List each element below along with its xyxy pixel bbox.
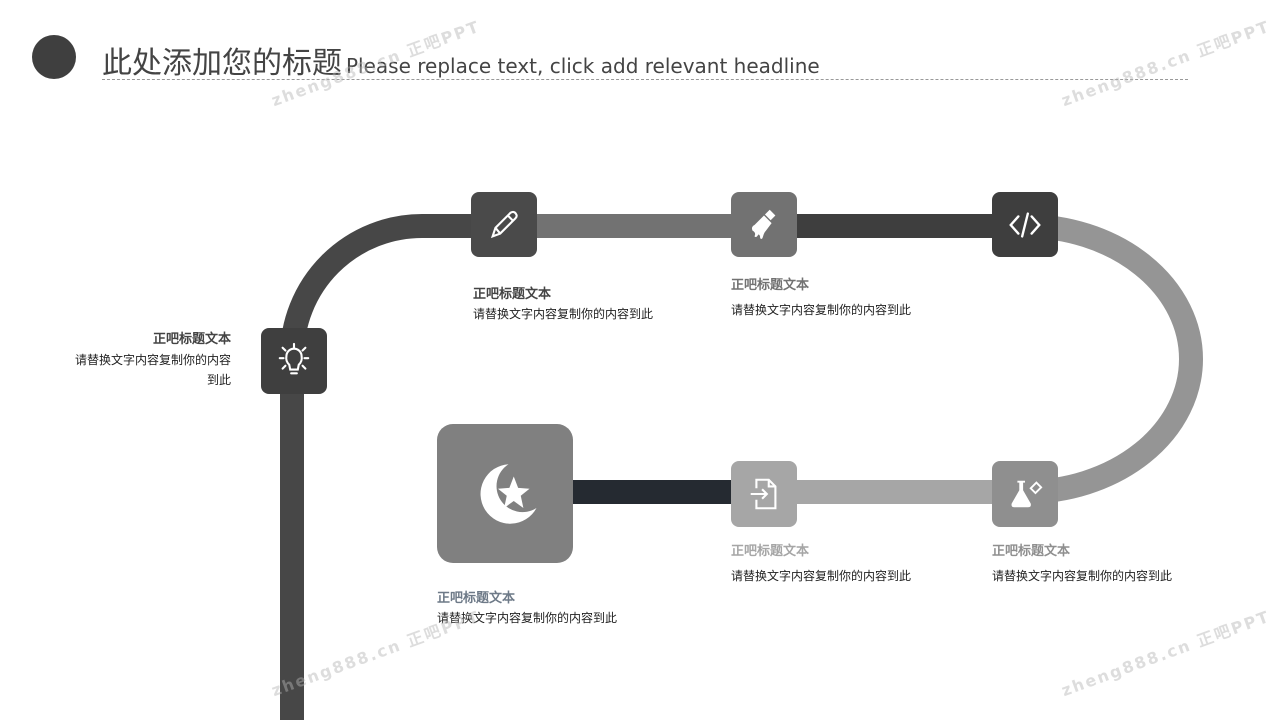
step-6-file-box bbox=[731, 461, 797, 527]
star-crescent-icon bbox=[480, 463, 537, 524]
step-7-title: 正吧标题文本 bbox=[437, 591, 516, 606]
title-bullet-circle bbox=[32, 35, 76, 79]
title-cn: 此处添加您的标题 bbox=[102, 46, 342, 81]
step-5-flask-box bbox=[992, 461, 1058, 527]
step-1-title: 正吧标题文本 bbox=[152, 332, 231, 347]
step-5-title: 正吧标题文本 bbox=[992, 544, 1071, 559]
step-5-desc: 请替换文字内容复制你的内容到此 bbox=[992, 569, 1173, 583]
step-3-desc: 请替换文字内容复制你的内容到此 bbox=[731, 303, 912, 317]
step-1-desc-line1: 请替换文字内容复制你的内容 bbox=[74, 353, 231, 367]
step-3-brush-box bbox=[731, 192, 797, 257]
pencil-icon bbox=[490, 210, 518, 238]
title-en: Please replace text, click add relevant … bbox=[346, 54, 820, 78]
step-6-title: 正吧标题文本 bbox=[731, 544, 810, 559]
track-segment-4 bbox=[1024, 214, 1203, 504]
step-4-code-box bbox=[992, 192, 1058, 257]
step-2-pencil-box bbox=[471, 192, 537, 257]
code-icon bbox=[1009, 211, 1041, 238]
title-divider bbox=[102, 79, 1188, 80]
step-1-desc-line2: 到此 bbox=[206, 373, 231, 387]
step-1-lightbulb-box bbox=[261, 328, 327, 394]
step-2-title: 正吧标题文本 bbox=[473, 287, 552, 302]
step-6-desc: 请替换文字内容复制你的内容到此 bbox=[731, 569, 912, 583]
step-7-desc: 请替换文字内容复制你的内容到此 bbox=[437, 611, 618, 625]
step-2-desc: 请替换文字内容复制你的内容到此 bbox=[473, 307, 654, 321]
lightbulb-icon bbox=[278, 342, 310, 375]
flask-icon bbox=[1011, 480, 1043, 508]
step-7-star-crescent-box bbox=[437, 424, 573, 563]
step-3-title: 正吧标题文本 bbox=[731, 278, 810, 293]
step-1-desc: 请替换文字内容复制你的内容到此 bbox=[75, 350, 231, 390]
paint-brush-icon bbox=[751, 209, 776, 239]
file-import-icon bbox=[750, 478, 777, 510]
